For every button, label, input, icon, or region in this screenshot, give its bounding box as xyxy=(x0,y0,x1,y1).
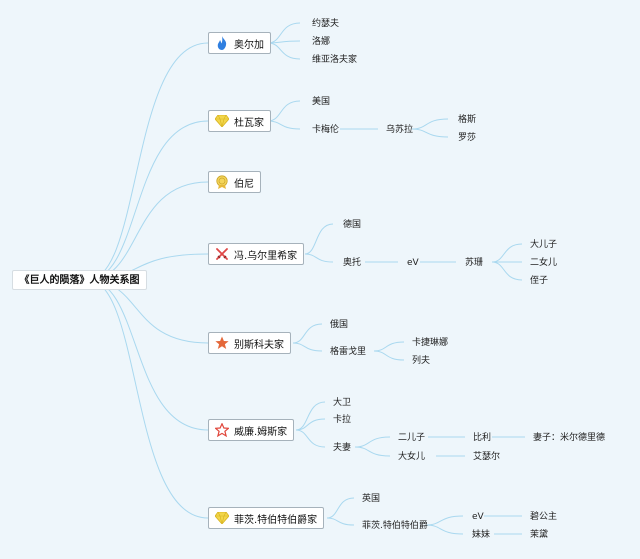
gem-icon xyxy=(215,114,229,128)
connector-line xyxy=(292,342,323,352)
node-sister[interactable]: 妹妹 xyxy=(472,530,491,540)
flame-icon xyxy=(215,36,229,50)
node-vyalov-family[interactable]: 维亚洛夫家 xyxy=(312,55,358,65)
connector-line xyxy=(87,120,209,281)
root-node[interactable]: 《巨人的陨落》人物关系图 xyxy=(12,270,147,290)
node-earl-fitzherbert[interactable]: 菲茨.特伯特伯爵 xyxy=(362,521,428,531)
family-label: 菲茨.特伯特伯爵家 xyxy=(234,514,318,526)
node-wife-mildred[interactable]: 妻子：米尔德里德 xyxy=(533,433,606,443)
connector-line xyxy=(87,279,209,519)
connector-line xyxy=(295,401,326,431)
connector-line xyxy=(354,436,391,448)
relation-ev: eV xyxy=(472,512,484,522)
node-second-son[interactable]: 二儿子 xyxy=(398,433,426,443)
connector-line xyxy=(87,181,209,281)
connector-line xyxy=(373,341,405,352)
family-von-ulrich[interactable]: 冯.乌尔里希家 xyxy=(208,243,305,265)
crossed-swords-icon xyxy=(215,247,229,261)
node-eldest-daughter[interactable]: 大女儿 xyxy=(398,452,426,462)
node-ursula[interactable]: 乌苏拉 xyxy=(386,125,414,135)
family-bernie[interactable]: 伯尼 xyxy=(208,171,261,193)
star-icon xyxy=(215,336,229,350)
node-rosa[interactable]: 罗莎 xyxy=(458,133,477,143)
family-label: 别斯科夫家 xyxy=(234,339,284,351)
connector-line xyxy=(425,515,464,526)
family-label: 奥尔加 xyxy=(234,39,264,51)
connector-line xyxy=(411,118,449,130)
node-grigori[interactable]: 格雷戈里 xyxy=(330,347,367,357)
connector-line xyxy=(295,429,326,448)
family-olga[interactable]: 奥尔加 xyxy=(208,32,271,54)
node-couple[interactable]: 夫妻 xyxy=(333,443,352,453)
node-billy[interactable]: 比利 xyxy=(473,433,492,443)
connector-line xyxy=(267,42,301,60)
connector-line xyxy=(491,243,523,263)
node-gus[interactable]: 格斯 xyxy=(458,115,477,125)
node-russia[interactable]: 俄国 xyxy=(330,320,349,330)
node-joseph[interactable]: 约瑟夫 xyxy=(312,19,340,29)
family-williams[interactable]: 威廉.姆斯家 xyxy=(208,419,295,441)
connector-line xyxy=(267,120,301,130)
node-katerina[interactable]: 卡捷琳娜 xyxy=(412,338,449,348)
family-dewar[interactable]: 杜瓦家 xyxy=(208,110,271,132)
node-susan[interactable]: 苏珊 xyxy=(465,258,484,268)
node-usa[interactable]: 美国 xyxy=(312,97,331,107)
family-fitzherbert[interactable]: 菲茨.特伯特伯爵家 xyxy=(208,507,325,529)
connector-line xyxy=(87,42,209,281)
star-outline-icon xyxy=(215,423,229,437)
medal-icon xyxy=(215,175,229,189)
node-carla[interactable]: 卡拉 xyxy=(333,415,352,425)
family-peshkov[interactable]: 别斯科夫家 xyxy=(208,332,291,354)
node-lena[interactable]: 洛娜 xyxy=(312,37,331,47)
node-maud[interactable]: 茉黛 xyxy=(530,530,549,540)
connector-line xyxy=(304,223,334,255)
connector-line xyxy=(373,350,405,361)
connector-line xyxy=(304,253,334,263)
gem-icon xyxy=(215,511,229,525)
node-otto[interactable]: 奥托 xyxy=(343,258,362,268)
connector-line xyxy=(491,261,523,281)
node-nephew[interactable]: 侄子 xyxy=(530,276,549,286)
connector-line xyxy=(326,517,355,526)
node-cameron[interactable]: 卡梅伦 xyxy=(312,125,340,135)
node-princess-bea[interactable]: 碧公主 xyxy=(530,512,558,522)
node-second-daughter[interactable]: 二女儿 xyxy=(530,258,558,268)
family-label: 杜瓦家 xyxy=(234,117,264,129)
connector-line xyxy=(425,524,464,535)
node-david[interactable]: 大卫 xyxy=(333,398,352,408)
node-eldest-son[interactable]: 大儿子 xyxy=(530,240,558,250)
connector-line xyxy=(267,22,301,44)
family-label: 冯.乌尔里希家 xyxy=(234,250,298,262)
connector-line xyxy=(267,100,301,122)
connector-line xyxy=(292,323,323,344)
family-label: 伯尼 xyxy=(234,178,254,190)
node-lev[interactable]: 列夫 xyxy=(412,356,431,366)
node-ethel[interactable]: 艾瑟尔 xyxy=(473,452,501,462)
connector-line xyxy=(326,497,355,519)
connector-line xyxy=(87,279,209,431)
node-britain[interactable]: 英国 xyxy=(362,494,381,504)
connector-line xyxy=(354,446,391,457)
connector-line xyxy=(411,128,449,138)
family-label: 威廉.姆斯家 xyxy=(234,426,288,438)
connector-line xyxy=(295,418,326,431)
node-germany[interactable]: 德国 xyxy=(343,220,362,230)
relation-ev: eV xyxy=(407,258,419,268)
